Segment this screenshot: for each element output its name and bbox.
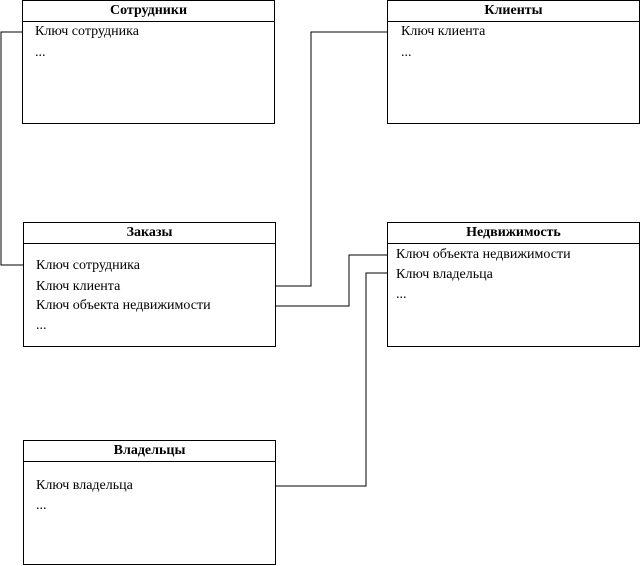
link-employees-orders <box>0 29 41 268</box>
field-client-key: Ключ клиента <box>401 24 486 39</box>
entity-title: Недвижимость <box>388 223 639 244</box>
field-property-key: Ключ объекта недвижимости <box>396 247 571 262</box>
entity-employees: Сотрудники Ключ сотрудника ... <box>22 0 275 124</box>
entity-title: Заказы <box>24 223 275 244</box>
field-owner-key: Ключ владельца <box>36 478 133 493</box>
field-ellipsis: ... <box>396 287 407 302</box>
field-owner-key: Ключ владельца <box>396 267 493 282</box>
field-ellipsis: ... <box>35 45 46 60</box>
field-client-key: Ключ клиента <box>36 279 121 294</box>
field-ellipsis: ... <box>36 318 47 333</box>
field-ellipsis: ... <box>401 45 412 60</box>
entity-title: Сотрудники <box>23 1 274 22</box>
field-employee-key: Ключ сотрудника <box>36 258 140 273</box>
link-property-orders <box>255 252 401 309</box>
entity-title: Клиенты <box>388 1 639 22</box>
entity-property: Недвижимость Ключ объекта недвижимости К… <box>387 222 640 347</box>
field-property-key: Ключ объекта недвижимости <box>36 298 211 313</box>
field-ellipsis: ... <box>36 498 47 513</box>
entity-clients: Клиенты Ключ клиента ... <box>387 0 640 124</box>
entity-title: Владельцы <box>24 441 275 462</box>
field-employee-key: Ключ сотрудника <box>35 24 139 39</box>
entity-owners: Владельцы Ключ владельца ... <box>23 440 276 565</box>
entity-orders: Заказы Ключ сотрудника Ключ клиента Ключ… <box>23 222 276 347</box>
